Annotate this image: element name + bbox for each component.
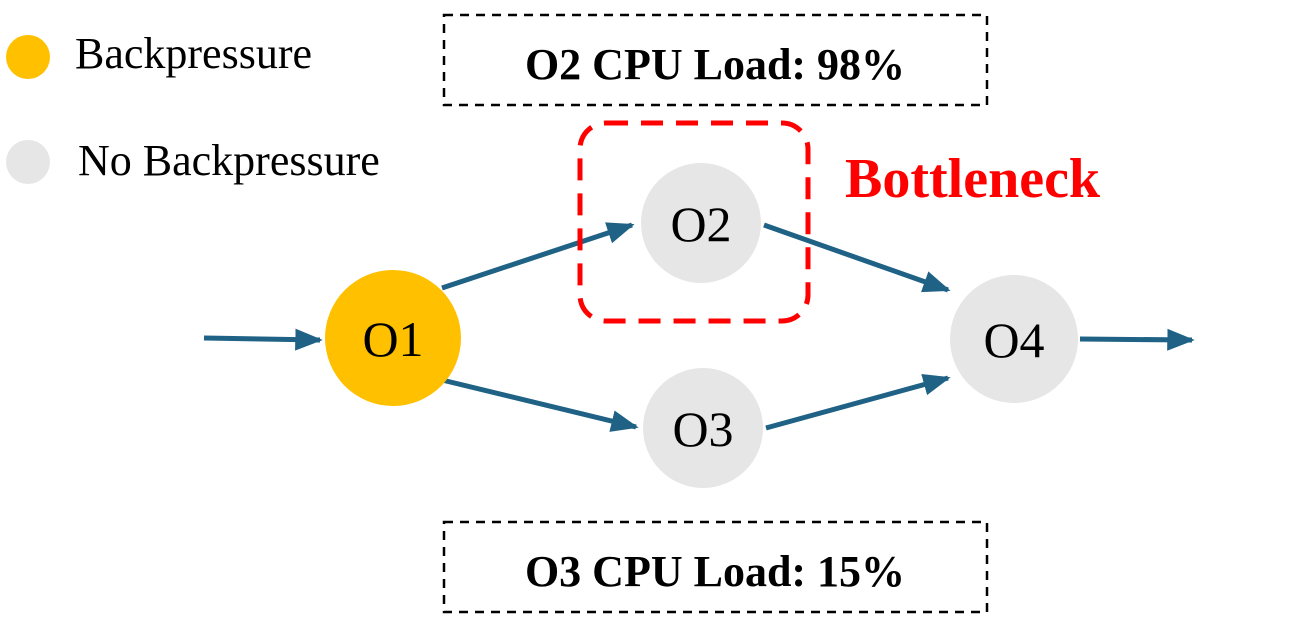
legend-no-backpressure-label: No Backpressure — [78, 136, 380, 185]
node-o2-label: O2 — [670, 196, 731, 252]
edge-o2-o4 — [763, 222, 951, 293]
edge-o3-o4 — [765, 373, 951, 431]
o3-load-box: O3 CPU Load: 15% — [442, 520, 989, 614]
edge-o1-o3 — [441, 377, 639, 432]
o2-load-box: O2 CPU Load: 98% — [442, 13, 989, 107]
node-o2: O2 — [641, 163, 761, 283]
bottleneck-highlight — [577, 120, 811, 324]
node-o1-label: O1 — [362, 311, 423, 367]
legend-backpressure-swatch — [6, 35, 50, 79]
node-o4-label: O4 — [983, 312, 1044, 368]
node-o3-label: O3 — [672, 401, 733, 457]
o3-load-text: O3 CPU Load: 15% — [525, 547, 905, 596]
edge-o4-output — [1079, 328, 1195, 351]
node-o3: O3 — [643, 368, 763, 488]
edge-input-o1 — [203, 328, 323, 351]
bottleneck-label: Bottleneck — [845, 148, 1101, 210]
edges — [203, 222, 1195, 432]
edge-o1-o2 — [441, 222, 635, 291]
o2-load-text: O2 CPU Load: 98% — [525, 40, 905, 89]
legend-no-backpressure-swatch — [6, 140, 50, 184]
node-o1: O1 — [325, 270, 461, 406]
legend: Backpressure No Backpressure — [6, 29, 380, 185]
legend-backpressure-label: Backpressure — [75, 29, 312, 78]
node-o4: O4 — [950, 275, 1078, 403]
